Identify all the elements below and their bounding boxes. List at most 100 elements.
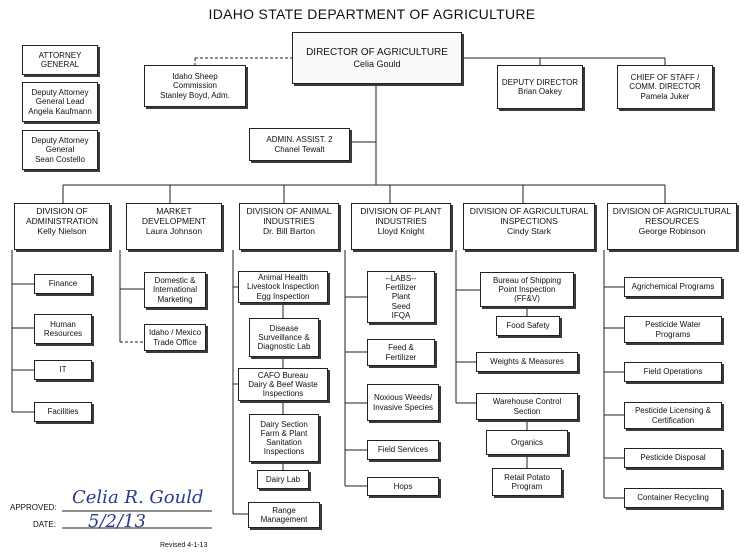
box-line: ADMIN. ASSIST. 2 (266, 135, 333, 145)
box-line: Seed (391, 301, 411, 311)
box-line: ADMINISTRATION (25, 215, 99, 226)
unit-field-services: Field Services (367, 440, 439, 460)
box-line: INDUSTRIES (263, 215, 315, 226)
unit-container-recycling: Container Recycling (624, 488, 722, 508)
box-line: Inspections (262, 389, 304, 399)
division-plant-header: DIVISION OF PLANT INDUSTRIES Lloyd Knigh… (351, 203, 451, 250)
box-line: CAFO Bureau (257, 370, 309, 380)
box-line: Certification (651, 415, 695, 425)
box-line: Cindy Stark (507, 225, 551, 236)
division-inspections-header: DIVISION OF AGRICULTURAL INSPECTIONS Cin… (463, 203, 595, 250)
box-line: Resources (43, 329, 83, 338)
box-line: Kelly Nielson (37, 225, 87, 236)
box-line: Program (511, 482, 543, 491)
box-line: Surveillance & (258, 332, 310, 342)
box-line: Human (50, 319, 76, 329)
box-line: Range (272, 505, 296, 515)
box-line: Commission (172, 81, 217, 91)
unit-hops: Hops (367, 477, 439, 496)
box-line: Section (513, 406, 541, 416)
box-line: Laura Johnson (145, 225, 203, 236)
unit-facilities: Facilities (34, 402, 92, 422)
box-line: Diagnostic Lab (257, 342, 311, 352)
attorney-general-box: ATTORNEY GENERAL (22, 45, 98, 75)
box-line: Organics (510, 437, 543, 447)
unit-warehouse-control: Warehouse Control Section (476, 393, 578, 420)
revised-note: Revised 4-1-13 (160, 542, 208, 549)
box-line: Warehouse Control (492, 397, 562, 407)
box-line: Programs (655, 329, 691, 339)
box-line: Agrichemical Programs (631, 282, 715, 292)
unit-labs: --LABS-- Fertilizer Plant Seed IFQA (367, 271, 435, 323)
box-line: Stanley Boyd, Adm. (160, 90, 230, 100)
box-line: Dairy Section (260, 419, 308, 429)
signature: Celia R. Gould (72, 487, 204, 508)
box-line: Lloyd Knight (377, 225, 425, 236)
box-line: (FF&V) (514, 294, 540, 304)
division-administration-header: DIVISION OF ADMINISTRATION Kelly Nielson (14, 203, 110, 250)
unit-agrichemical-programs: Agrichemical Programs (624, 277, 722, 297)
unit-human-resources: Human Resources (34, 314, 92, 344)
division-animal-header: DIVISION OF ANIMAL INDUSTRIES Dr. Bill B… (239, 203, 339, 250)
admin-assist-box: ADMIN. ASSIST. 2 Chanel Tewalt (249, 128, 350, 161)
box-line: Dr. Bill Barton (263, 225, 315, 236)
box-line: Noxious Weeds/ (373, 393, 433, 403)
box-line: Pesticide Licensing & (634, 406, 712, 416)
box-line: Field Operations (643, 367, 703, 377)
deputy-attorney-lead-box: Deputy Attorney General Lead Angela Kauf… (22, 82, 98, 122)
unit-weights-measures: Weights & Measures (476, 352, 578, 372)
director-name: Celia Gould (353, 58, 401, 69)
box-line: Plant (391, 292, 411, 302)
approved-label: APPROVED: (10, 503, 57, 512)
deputy-director-box: DEPUTY DIRECTOR Brian Oakey (497, 65, 583, 109)
unit-pesticide-licensing: Pesticide Licensing & Certification (624, 402, 722, 429)
box-line: MARKET (156, 206, 192, 216)
box-line: Facilities (47, 407, 79, 417)
unit-field-operations: Field Operations (624, 362, 722, 382)
deputy-attorney-box: Deputy Attorney General Sean Costello (22, 130, 98, 170)
box-line: Feed & (388, 343, 414, 353)
box-line: Chanel Tewalt (274, 144, 325, 154)
unit-disease-surveillance: Disease Surveillance & Diagnostic Lab (249, 318, 319, 357)
box-line: INDUSTRIES (375, 215, 427, 226)
box-line: GENERAL (40, 60, 80, 69)
unit-feed-fertilizer: Feed & Fertilizer (367, 339, 435, 366)
unit-domestic-international-marketing: Domestic & International Marketing (144, 272, 206, 308)
box-line: Point Inspection (498, 284, 556, 294)
unit-idaho-mexico-trade-office: Idaho / Mexico Trade Office (144, 324, 206, 351)
box-line: Brian Oakey (517, 87, 563, 96)
box-line: DEPUTY DIRECTOR (501, 77, 579, 87)
approval-date: 5/2/13 (88, 511, 146, 532)
box-line: Food Safety (506, 321, 550, 331)
unit-dairy-section: Dairy Section Farm & Plant Sanitation In… (249, 414, 319, 462)
box-line: DIVISION OF AGRICULTURAL (612, 206, 732, 216)
box-line: George Robinson (638, 225, 706, 236)
unit-animal-health: Animal Health Livestock Inspection Egg I… (238, 271, 328, 303)
director-box: DIRECTOR OF AGRICULTURE Celia Gould (292, 32, 462, 84)
division-resources-header: DIVISION OF AGRICULTURAL RESOURCES Georg… (607, 203, 737, 250)
box-line: Deputy Attorney (31, 136, 89, 146)
box-line: Idaho / Mexico (148, 328, 202, 338)
box-line: Livestock Inspection (246, 282, 320, 292)
box-line: DIVISION OF PLANT (360, 206, 442, 216)
box-line: IT (59, 365, 67, 375)
box-line: Inspections (263, 447, 305, 457)
unit-it: IT (34, 360, 92, 380)
box-line: Pesticide Water (645, 320, 701, 330)
unit-retail-potato: Retail Potato Program (492, 468, 562, 496)
box-line: Pesticide Disposal (640, 453, 706, 463)
box-line: Bureau of Shipping (492, 275, 562, 285)
unit-noxious-weeds: Noxious Weeds/ Invasive Species (367, 384, 439, 421)
box-line: Animal Health (258, 273, 308, 283)
box-line: INSPECTIONS (500, 215, 558, 226)
box-line: General (45, 145, 75, 155)
box-line: Deputy Attorney (31, 88, 89, 98)
box-line: Domestic & (154, 276, 196, 286)
box-line: Finance (48, 279, 78, 289)
division-market-header: MARKET DEVELOPMENT Laura Johnson (126, 203, 222, 250)
box-line: Pamela Juker (640, 91, 690, 101)
box-line: Marketing (157, 294, 193, 304)
box-line: Disease (269, 323, 299, 333)
